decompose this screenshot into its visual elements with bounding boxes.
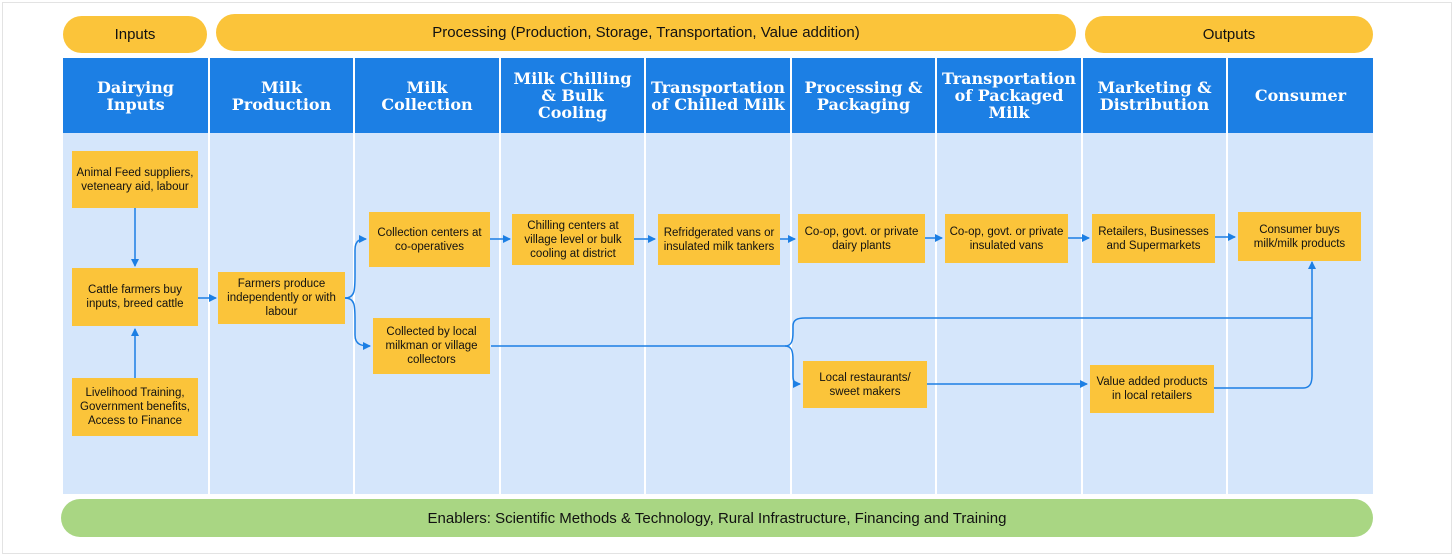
column-divider xyxy=(790,133,792,494)
column-header-milk-production: Milk Production xyxy=(210,58,353,133)
enablers-bar: Enablers: Scientific Methods & Technolog… xyxy=(61,499,1373,537)
box-local-milkman: Collected by local milkman or village co… xyxy=(373,318,490,374)
column-header-transport-chilled: Transportation of Chilled Milk xyxy=(646,58,790,133)
arrow-produce-to-collection xyxy=(344,235,367,299)
column-header-transport-packaged: Transportation of Packaged Milk xyxy=(937,58,1081,133)
box-dairy-plants: Co-op, govt. or private dairy plants xyxy=(798,214,925,263)
column-header-milk-collection: Milk Collection xyxy=(355,58,499,133)
column-header-dairying-inputs: Dairying Inputs xyxy=(63,58,208,133)
column-header-milk-chilling: Milk Chilling & Bulk Cooling xyxy=(501,58,644,133)
box-animal-feed: Animal Feed suppliers, veteneary aid, la… xyxy=(72,151,198,208)
box-farmers-produce: Farmers produce independently or with la… xyxy=(218,272,345,324)
box-retailers: Retailers, Businesses and Supermarkets xyxy=(1092,214,1215,263)
box-value-added: Value added products in local retailers xyxy=(1090,365,1214,413)
outputs-pill: Outputs xyxy=(1085,16,1373,53)
box-insulated-vans: Co-op, govt. or private insulated vans xyxy=(945,214,1068,263)
box-consumer-buys: Consumer buys milk/milk products xyxy=(1238,212,1361,261)
box-local-restaurants: Local restaurants/ sweet makers xyxy=(803,361,927,408)
box-collection-centers: Collection centers at co-operatives xyxy=(369,212,490,267)
column-divider xyxy=(935,133,937,494)
arrow-milkman-to-consumer xyxy=(491,317,1312,347)
column-divider xyxy=(1081,133,1083,494)
column-divider xyxy=(208,133,210,494)
column-header-marketing-distribution: Marketing & Distribution xyxy=(1083,58,1226,133)
box-refrigerated-vans: Refridgerated vans or insulated milk tan… xyxy=(658,214,780,265)
column-divider xyxy=(353,133,355,494)
inputs-pill: Inputs xyxy=(63,16,207,53)
arrow-produce-to-milkman xyxy=(344,297,371,350)
box-livelihood: Livelihood Training, Government benefits… xyxy=(72,378,198,436)
column-divider xyxy=(1226,133,1228,494)
box-cattle-farmers: Cattle farmers buy inputs, breed cattle xyxy=(72,268,198,326)
column-divider xyxy=(499,133,501,494)
column-divider xyxy=(644,133,646,494)
processing-pill: Processing (Production, Storage, Transpo… xyxy=(216,14,1076,51)
column-header-consumer: Consumer xyxy=(1228,58,1373,133)
column-header-processing-packaging: Processing & Packaging xyxy=(792,58,935,133)
arrow-value-added-to-consumer xyxy=(1214,261,1316,389)
arrow-milkman-to-restaurants xyxy=(784,345,801,388)
box-chilling-centers: Chilling centers at village level or bul… xyxy=(512,214,634,265)
